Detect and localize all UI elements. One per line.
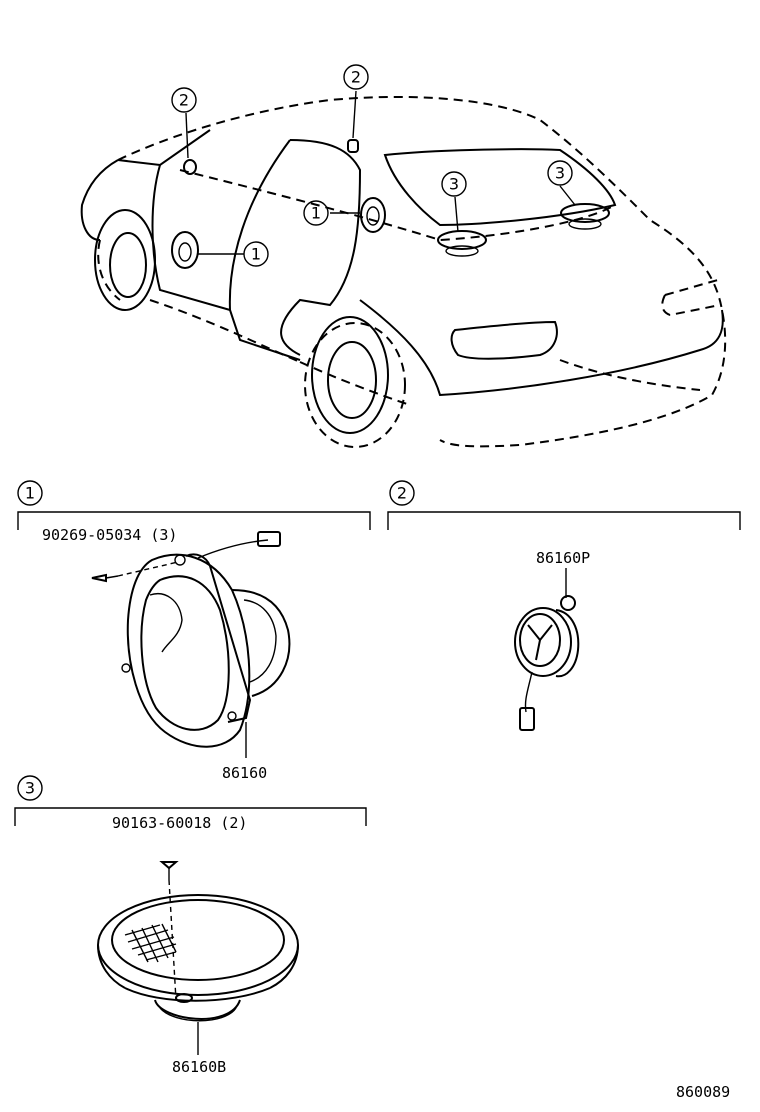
rear-shelf-speaker-right-top xyxy=(560,203,610,223)
callout-number: 3 xyxy=(555,164,565,183)
front-tweeter-left xyxy=(183,159,197,175)
rear-door-speaker-outer xyxy=(360,197,386,233)
callout-number: 1 xyxy=(311,204,321,223)
rear-shelf-speaker-left-top xyxy=(437,230,487,250)
screw-part-number-1: 90269-05034 (3) xyxy=(42,526,177,544)
callout-rear-shelf-right: 3 xyxy=(547,160,573,186)
car-rear-window xyxy=(383,148,617,227)
car-rocker-line xyxy=(299,361,411,406)
callout-number: 2 xyxy=(351,68,361,87)
speaker-part-number-3: 86160B xyxy=(172,1058,226,1076)
figure-id: 860089 xyxy=(676,1083,730,1101)
grille-mesh xyxy=(124,923,177,963)
rear-door-speaker-inner xyxy=(366,206,380,226)
front-wheel xyxy=(109,232,147,298)
rear-wheel xyxy=(327,341,377,419)
section-2: 2 86160P xyxy=(387,480,741,731)
callout-front-tweeter-right: 2 xyxy=(343,64,369,90)
front-door-speaker-inner xyxy=(178,242,192,262)
screw-part-number-3: 90163-60018 (2) xyxy=(112,814,247,832)
callout-number: 3 xyxy=(449,175,459,194)
section-1: 1 90269-05034 (3) 86160 xyxy=(17,480,371,782)
front-wheel-arch xyxy=(94,209,156,311)
section-1-number: 1 xyxy=(25,484,35,503)
shelf-speaker-86160B xyxy=(97,894,299,1022)
callout-front-speaker: 1 xyxy=(243,241,269,267)
section-3-number: 3 xyxy=(25,779,35,798)
car-front-lower xyxy=(97,239,121,301)
car-b-pillar xyxy=(229,309,301,361)
section-2-number: 2 xyxy=(397,484,407,503)
rear-wheel-hidden xyxy=(304,322,406,448)
car-rear-door xyxy=(280,139,362,356)
tweeter-86160P xyxy=(514,595,580,731)
car-rear-quarter xyxy=(359,299,724,397)
rear-shelf-speaker-right-base xyxy=(568,218,602,230)
front-door-speaker-outer xyxy=(171,231,199,269)
front-tweeter-right xyxy=(347,139,359,153)
section-2-bracket xyxy=(387,511,741,530)
car-roof-outline xyxy=(117,95,727,448)
car-hood xyxy=(80,159,119,241)
callout-front-tweeter-left: 2 xyxy=(171,87,197,113)
car-front-door xyxy=(151,139,291,312)
section-3: 3 90163-60018 (2) xyxy=(14,775,367,1076)
car-lower-line xyxy=(149,299,301,363)
rear-wheel-arch xyxy=(311,316,389,434)
callout-number: 2 xyxy=(179,91,189,110)
rear-shelf-speaker-left-base xyxy=(445,245,479,257)
section-3-bracket xyxy=(14,807,367,826)
leader-front-tweeter-left xyxy=(185,112,189,159)
speaker-part-number-1: 86160 xyxy=(222,764,267,782)
section-1-bracket xyxy=(17,511,371,530)
car-trunk-line xyxy=(559,359,701,391)
car-illustration: 1 1 2 2 3 3 xyxy=(80,64,727,448)
tail-light-left xyxy=(450,320,558,360)
callout-rear-shelf-left: 3 xyxy=(441,171,467,197)
leader-rear-shelf-left xyxy=(454,196,459,233)
callout-rear-speaker: 1 xyxy=(303,200,329,226)
car-windshield xyxy=(117,129,211,167)
tail-light-right xyxy=(661,279,721,317)
leader-front-tweeter-right xyxy=(352,90,357,139)
leader-rear-shelf-right xyxy=(559,185,576,206)
door-speaker-86160 xyxy=(121,531,291,748)
callout-number: 1 xyxy=(251,245,261,264)
tweeter-part-number: 86160P xyxy=(536,549,590,567)
screw-icon xyxy=(159,861,179,1001)
screw-icon xyxy=(91,561,179,583)
